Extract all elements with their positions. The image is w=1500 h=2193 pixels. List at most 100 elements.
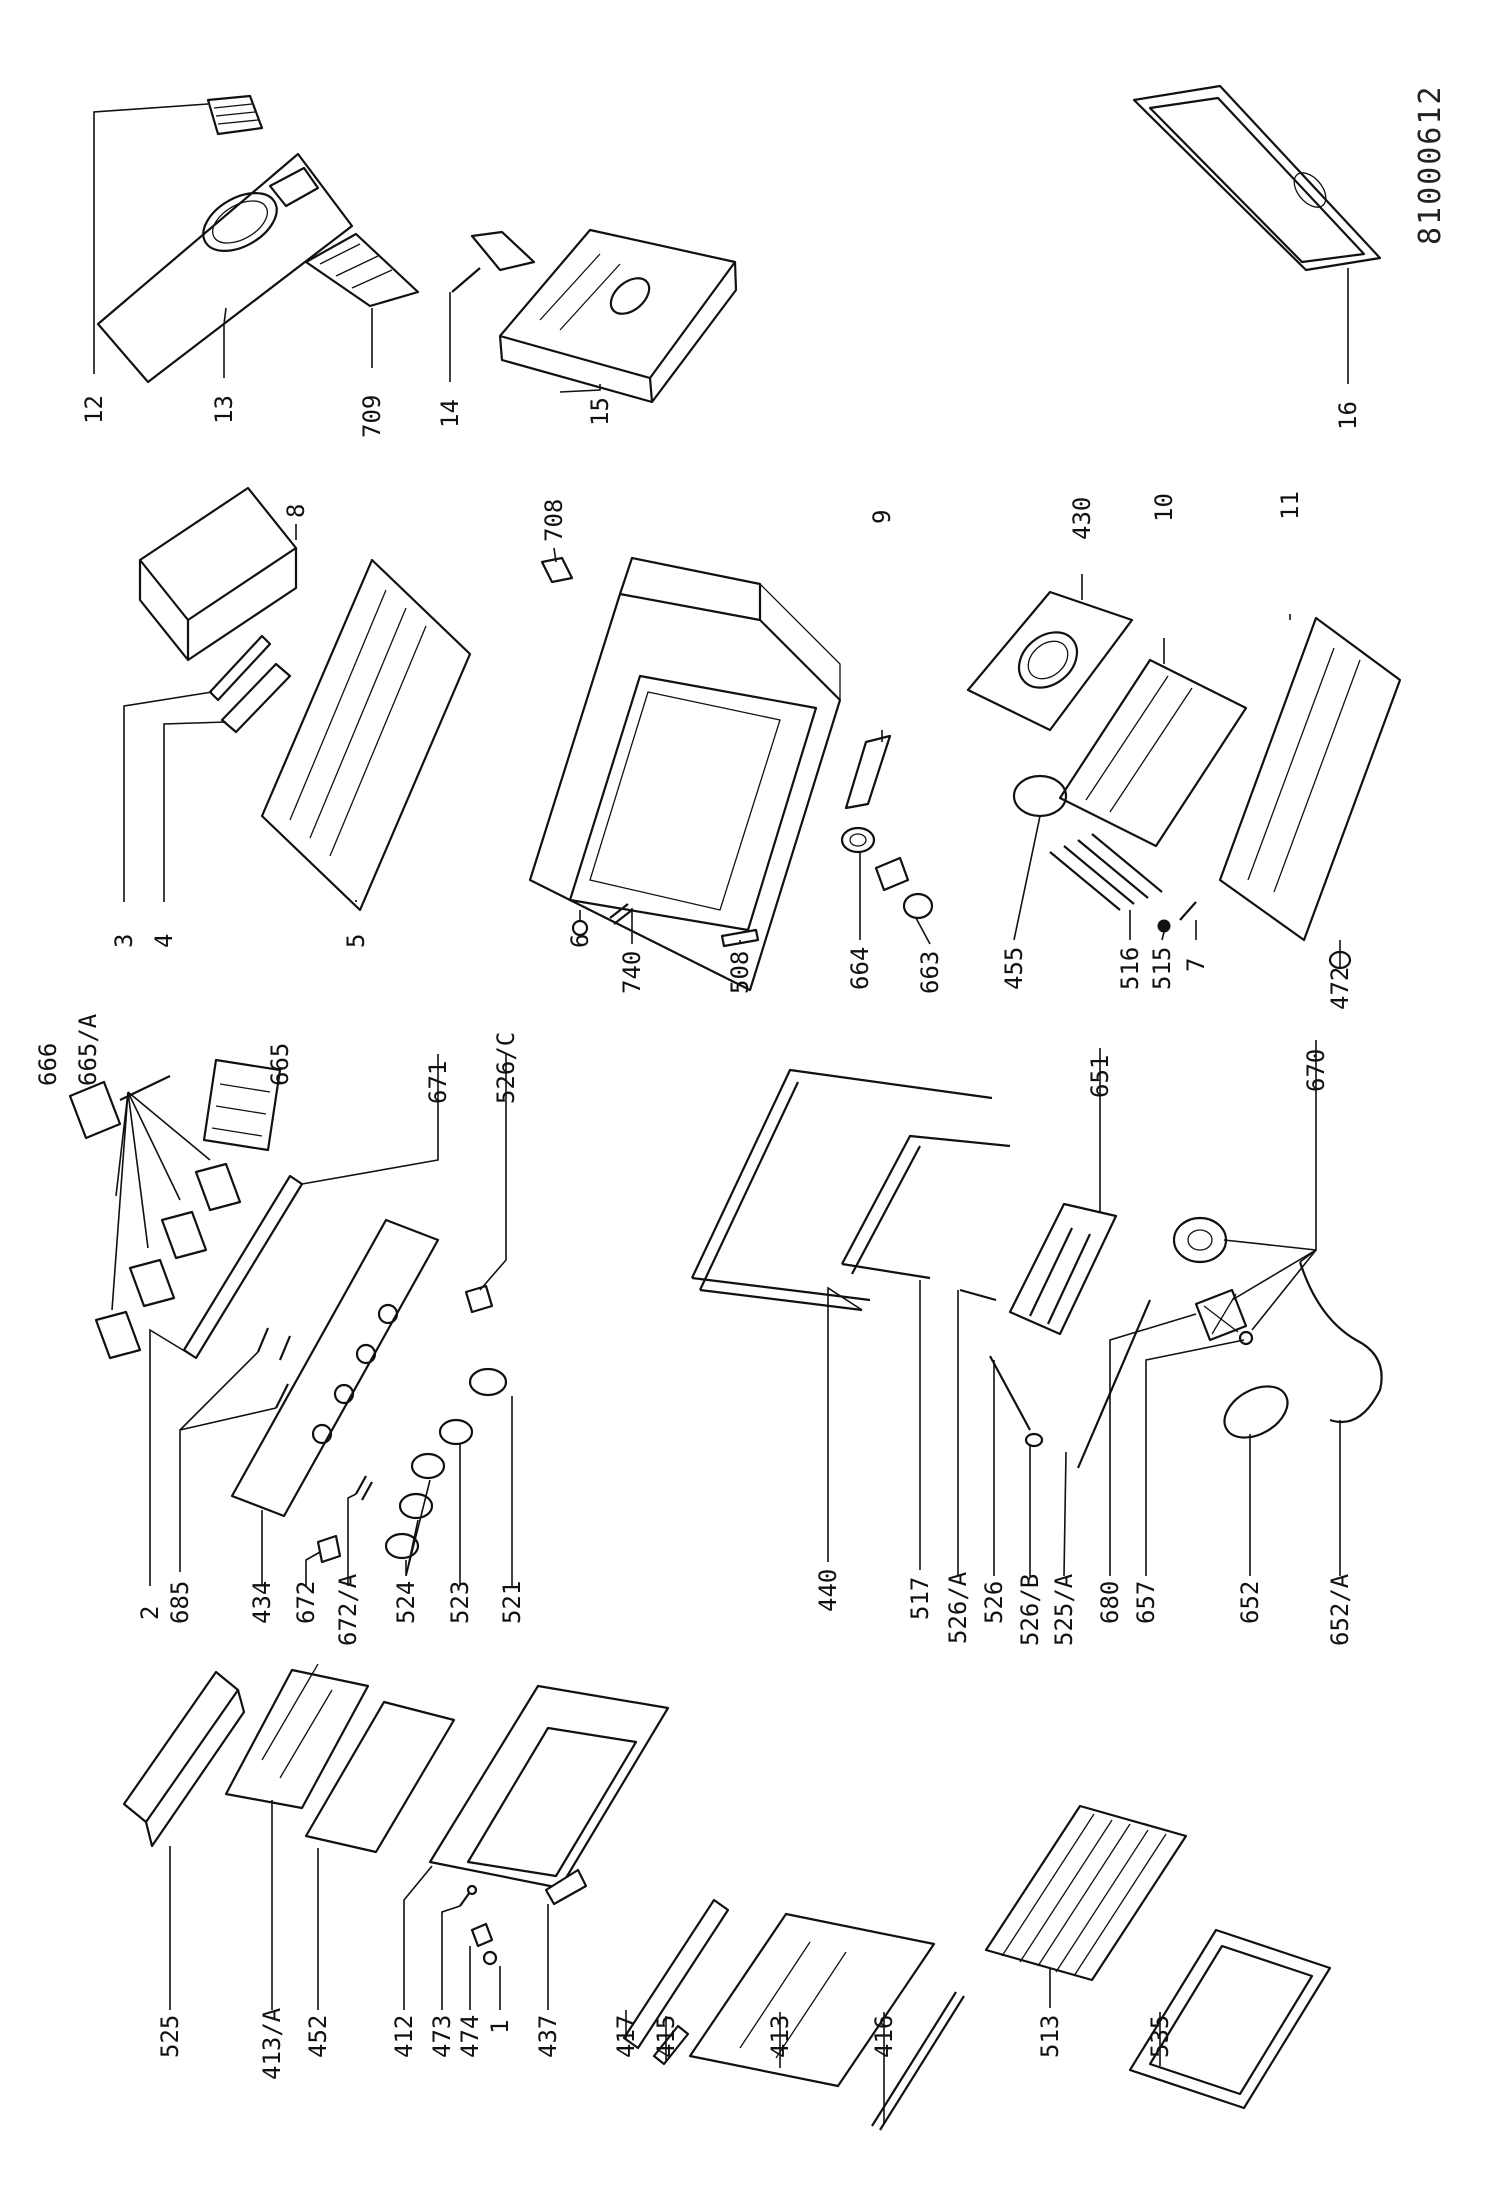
part-3-terminal <box>208 634 272 702</box>
part-672a-spring <box>355 1475 373 1501</box>
label-513: 513 <box>1036 2015 1064 2058</box>
part-672-clip <box>316 1534 342 1564</box>
part-670-fan-motor <box>1172 1216 1228 1264</box>
label-12: 12 <box>80 395 108 424</box>
label-666: 666 <box>34 1043 62 1086</box>
part-16-door-frame <box>1132 84 1382 272</box>
part-8-duct-cover <box>138 486 298 662</box>
label-525: 525 <box>156 2015 184 2058</box>
label-665: 665 <box>266 1043 294 1086</box>
label-652: 652 <box>1236 1581 1264 1624</box>
part-685-pins <box>256 1327 292 1409</box>
label-664: 664 <box>846 947 874 990</box>
part-657-nut <box>1238 1330 1254 1346</box>
part-417-strip <box>622 1898 730 2050</box>
part-10-shelf <box>1058 658 1248 848</box>
part-524-knobs <box>384 1452 446 1560</box>
part-4-terminal-block <box>220 662 292 734</box>
part-437-hinge <box>544 1868 588 1906</box>
label-685: 685 <box>166 1581 194 1624</box>
part-515-fixing <box>1157 919 1171 933</box>
label-526b: 526/B <box>1016 1574 1044 1646</box>
label-4: 4 <box>150 934 178 948</box>
part-521-knob <box>468 1367 508 1397</box>
label-8: 8 <box>282 504 310 518</box>
label-526c: 526/C <box>492 1032 520 1104</box>
label-9: 9 <box>868 510 896 524</box>
part-535-baking-tray <box>1128 1928 1332 2110</box>
part-665-switch <box>202 1058 282 1152</box>
part-473-screw <box>459 1884 478 1907</box>
label-6: 6 <box>566 934 594 948</box>
label-526a: 526/A <box>944 1571 972 1644</box>
label-472: 472 <box>1326 967 1354 1010</box>
label-417: 417 <box>612 2015 640 2058</box>
part-7-pin <box>1179 901 1197 921</box>
label-434: 434 <box>248 1581 276 1624</box>
part-6-screw <box>571 919 589 937</box>
label-526: 526 <box>980 1581 1008 1624</box>
label-416: 416 <box>870 2015 898 2058</box>
part-1-nut <box>482 1950 498 1966</box>
label-415: 415 <box>652 2015 680 2058</box>
part-663-lamp <box>874 856 934 920</box>
label-652a: 652/A <box>1326 1573 1354 1646</box>
label-524: 524 <box>392 1581 420 1624</box>
document-id: 81000612 <box>1413 85 1448 246</box>
label-10: 10 <box>1150 493 1178 522</box>
part-416-rail <box>871 1991 965 2131</box>
part-labels: 12 13 709 14 15 16 8 708 9 430 10 11 3 4… <box>34 395 1362 2080</box>
part-15-control-frame <box>498 228 738 404</box>
label-413a: 413/A <box>258 2007 286 2080</box>
part-452-inner-glass <box>304 1700 456 1854</box>
part-651-heating-element <box>1008 1202 1118 1336</box>
part-508-strip <box>720 928 760 948</box>
part-513-wire-shelf <box>984 1804 1188 1982</box>
part-517-seal <box>841 1134 1011 1280</box>
label-670: 670 <box>1302 1049 1330 1092</box>
part-680-fan-blade <box>1194 1288 1248 1342</box>
label-680: 680 <box>1096 1581 1124 1624</box>
label-651: 651 <box>1086 1055 1114 1098</box>
label-412: 412 <box>390 2015 418 2058</box>
part-413-door-glass <box>688 1912 936 2088</box>
part-526a-thermostat <box>959 1288 997 1302</box>
label-535: 535 <box>1146 2015 1174 2058</box>
part-14-hinge-plate <box>451 230 536 293</box>
part-13-rear-panel <box>96 152 354 384</box>
label-709: 709 <box>358 395 386 438</box>
part-652-ring-element <box>1223 1385 1289 1439</box>
label-671: 671 <box>424 1061 452 1104</box>
label-455: 455 <box>1000 947 1028 990</box>
part-525-handle <box>122 1670 246 1848</box>
part-652a-grill-element <box>1298 1261 1383 1424</box>
part-709-bracket <box>304 232 420 308</box>
label-2: 2 <box>136 1606 164 1620</box>
part-474-clip <box>470 1922 494 1948</box>
label-440: 440 <box>814 1569 842 1612</box>
label-473: 473 <box>428 2015 456 2058</box>
label-525a: 525/A <box>1050 1573 1078 1646</box>
label-3: 3 <box>110 934 138 948</box>
label-437: 437 <box>534 2015 562 2058</box>
leader-lines <box>93 103 1349 2124</box>
part-526-probe <box>989 1355 1044 1448</box>
label-11: 11 <box>1276 491 1304 520</box>
label-452: 452 <box>304 2015 332 2058</box>
part-430-fan-cover <box>966 590 1134 732</box>
label-657: 657 <box>1132 1581 1160 1624</box>
part-9-lamp-holder <box>844 734 892 810</box>
label-517: 517 <box>906 1577 934 1620</box>
label-15: 15 <box>586 397 614 426</box>
part-5-top-panel <box>260 558 472 912</box>
label-672: 672 <box>292 1581 320 1624</box>
label-508: 508 <box>726 951 754 994</box>
label-665a: 665/A <box>74 1013 102 1086</box>
label-523: 523 <box>446 1581 474 1624</box>
label-708: 708 <box>540 499 568 542</box>
label-16: 16 <box>1334 401 1362 430</box>
label-515: 515 <box>1148 947 1176 990</box>
label-516: 516 <box>1116 947 1144 990</box>
label-521: 521 <box>498 1581 526 1624</box>
